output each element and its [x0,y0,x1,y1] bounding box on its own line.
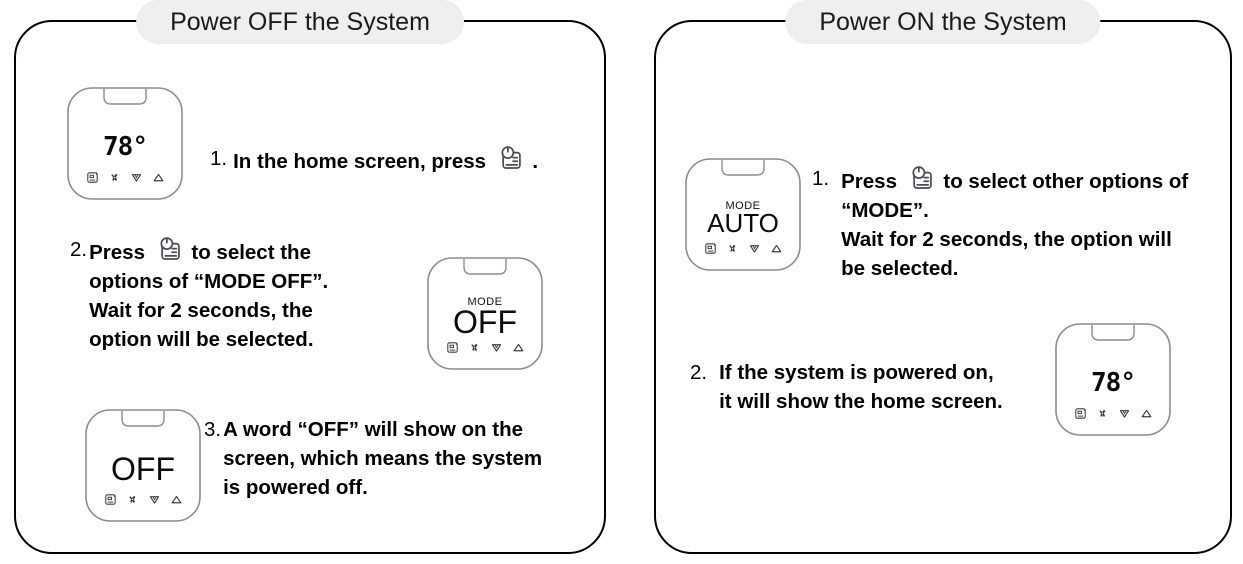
step-3-power-off: 3. A word “OFF” will show on the screen,… [204,415,586,502]
step-line: it will show the home screen. [719,390,1003,414]
thermostat-mode-auto: MODE AUTO [684,157,802,272]
thermostat-mode-off: MODE OFF [426,256,544,371]
step-2-power-off: 2. Press to select the options of “MODE … [70,235,392,354]
step-line: is powered off. [223,476,368,500]
panel-title-power-off: Power OFF the System [136,0,464,44]
step-text: In the home screen, press . [233,144,582,176]
step-number: 3. [204,418,222,441]
step-text: If the system is powered on, it will sho… [719,358,1020,416]
step-line: screen, which means the system [223,447,543,471]
step-text-after: . [526,150,539,173]
step-line: “MODE”. [841,199,929,223]
step-line: options of “MODE OFF”. [89,270,329,294]
step-number: 1. [210,147,228,170]
thermostat-body-outline [685,158,801,271]
step-line: If the system is powered on, [719,361,994,384]
panel-power-off: Power OFF the System 78° [14,0,606,554]
step-number: 2. [70,238,88,261]
thermostat-off-screen: OFF [84,408,202,523]
step-line: Press to select other options of [841,164,1218,196]
panel-power-on: Power ON the System MODE AUTO [654,0,1232,554]
step-line: be selected. [841,257,959,281]
thermostat-body-outline [67,87,183,200]
step-line: Press to select the [89,235,392,267]
step-number: 1. [812,167,830,190]
step-text: Press to select other options of “MODE”.… [841,164,1218,283]
step-text: A word “OFF” will show on the screen, wh… [223,415,586,502]
step-text-before: Press [89,241,151,264]
step-text: Press to select the options of “MODE OFF… [89,235,392,354]
power-mode-icon [154,235,183,264]
step-line: Wait for 2 seconds, the option will [841,228,1172,252]
thermostat-home-screen-78: 78° [1054,322,1172,437]
thermostat-body-outline [427,257,543,370]
step-line: In the home screen, press . [233,144,582,176]
step-1-power-off: 1. In the home screen, press . [210,144,582,176]
step-line: option will be selected. [89,328,314,352]
step-text-before: Press [841,170,903,193]
step-line: A word “OFF” will show on the [223,418,524,441]
step-text-after: to select the [185,241,311,264]
thermostat-home-screen-78: 78° [66,86,184,201]
power-mode-icon [495,144,524,173]
panel-title-power-on: Power ON the System [785,0,1101,44]
step-2-power-on: 2. If the system is powered on, it will … [690,358,1020,416]
step-1-power-on: 1. Press to select other options of “MOD… [812,164,1218,283]
power-mode-icon [906,164,935,193]
step-text-before: In the home screen, press [233,150,492,173]
thermostat-body-outline [1055,323,1171,436]
step-number: 2. [690,361,708,384]
step-text-after: to select other options of [937,170,1189,193]
thermostat-body-outline [85,409,201,522]
step-line: Wait for 2 seconds, the [89,299,313,323]
